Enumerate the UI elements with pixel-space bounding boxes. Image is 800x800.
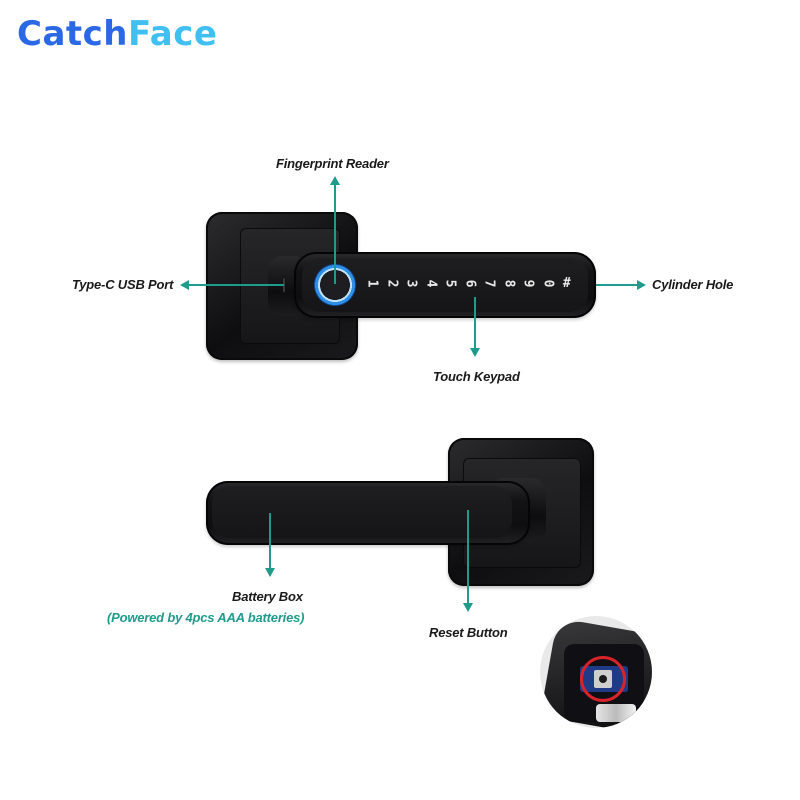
arrow-down-icon [463,603,473,612]
label-usb-port: Type-C USB Port [72,277,174,292]
brand-logo-part2: Face [128,14,218,54]
keypad-key: 8 [500,279,516,288]
reset-button-closeup-photo [540,616,652,728]
brand-logo-part1: Catch [17,14,129,54]
label-battery-box: Battery Box [232,589,303,604]
callout-line [334,184,336,284]
callout-line [269,513,271,569]
callout-line [596,284,638,286]
callout-line [474,297,476,349]
keypad-key: 6 [461,279,477,288]
keypad-key: 2 [383,279,399,288]
label-reset-button: Reset Button [429,625,508,640]
arrow-up-icon [330,176,340,185]
arrow-down-icon [470,348,480,357]
arrow-right-icon [637,280,646,290]
label-cylinder-hole: Cylinder Hole [652,277,734,292]
highlight-circle-icon [580,656,626,702]
wire-bundle [596,704,636,722]
keypad-key: 3 [403,279,419,288]
brand-logo: CatchFace [17,14,217,54]
callout-line [467,510,469,604]
callout-line [188,284,284,286]
keypad-key: 1 [364,279,380,288]
keypad-key: 7 [481,279,497,288]
bottom-lock-lever-face [212,486,512,538]
label-battery-note: (Powered by 4pcs AAA batteries) [107,610,305,625]
keypad-key: 0 [539,279,555,288]
keypad-key: 5 [442,279,458,288]
arrow-left-icon [180,280,189,290]
label-fingerprint-reader: Fingerprint Reader [276,156,389,171]
usb-c-port [282,277,286,293]
keypad-key: 4 [422,279,438,288]
touch-keypad: 1 2 3 4 5 6 7 8 9 0 # [362,276,577,291]
label-touch-keypad: Touch Keypad [433,369,520,384]
arrow-down-icon [265,568,275,577]
keypad-key: 9 [520,279,536,288]
keypad-key: # [562,276,571,291]
